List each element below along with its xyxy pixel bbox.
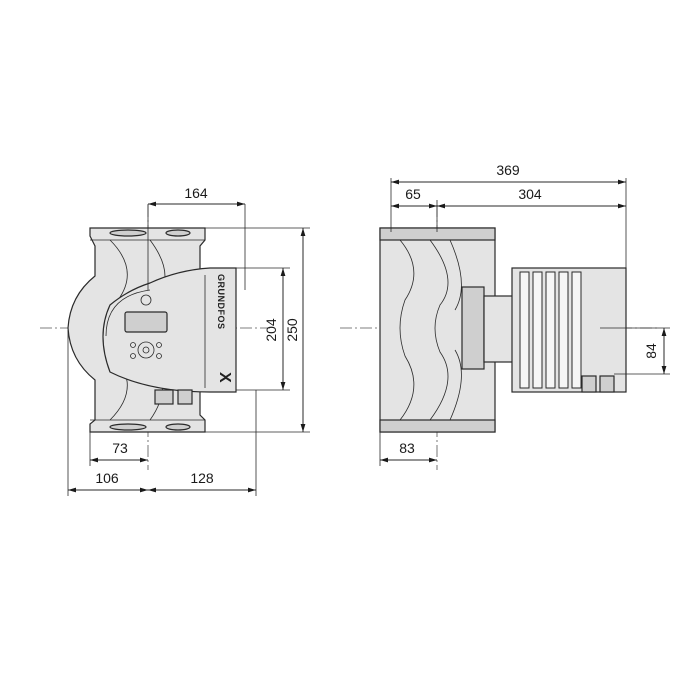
dim-250-label: 250 bbox=[284, 318, 300, 342]
dimension-106-128: 106 128 bbox=[67, 330, 257, 496]
status-led bbox=[140, 294, 152, 306]
control-box: GRUNDFOS X bbox=[102, 267, 237, 405]
dimension-369: 369 bbox=[390, 162, 627, 268]
motor-body bbox=[511, 267, 627, 393]
motor bbox=[511, 267, 627, 393]
dim-304-label: 304 bbox=[518, 186, 542, 202]
side-view: 369 65 304 84 83 bbox=[340, 162, 670, 470]
dim-106-label: 106 bbox=[95, 470, 119, 486]
dim-73-label: 73 bbox=[112, 440, 128, 456]
model-label: X bbox=[216, 372, 233, 383]
dim-204-label: 204 bbox=[263, 318, 279, 342]
brand-label: GRUNDFOS bbox=[216, 274, 226, 330]
control-dial bbox=[137, 341, 155, 359]
dim-128-label: 128 bbox=[190, 470, 214, 486]
dim-369-label: 369 bbox=[496, 162, 520, 178]
dim-65-label: 65 bbox=[405, 186, 421, 202]
pump-housing-side bbox=[379, 227, 496, 433]
dimension-84: 84 bbox=[600, 327, 670, 375]
dim-164-label: 164 bbox=[184, 185, 208, 201]
dimension-73: 73 bbox=[89, 432, 148, 466]
dimension-204: 204 bbox=[236, 267, 290, 391]
dim-84-label: 84 bbox=[643, 343, 659, 359]
dimension-65-304: 65 304 bbox=[391, 186, 626, 232]
dimension-83: 83 bbox=[379, 432, 437, 466]
cable-gland bbox=[154, 389, 174, 405]
dimension-250: 250 bbox=[205, 227, 310, 433]
cable-entry bbox=[581, 375, 597, 393]
dim-83-label: 83 bbox=[399, 440, 415, 456]
motor-adapter bbox=[483, 295, 515, 363]
front-view: GRUNDFOS X 164 204 250 bbox=[40, 185, 310, 496]
display-screen bbox=[124, 311, 168, 333]
dimension-164: 164 bbox=[147, 185, 246, 290]
